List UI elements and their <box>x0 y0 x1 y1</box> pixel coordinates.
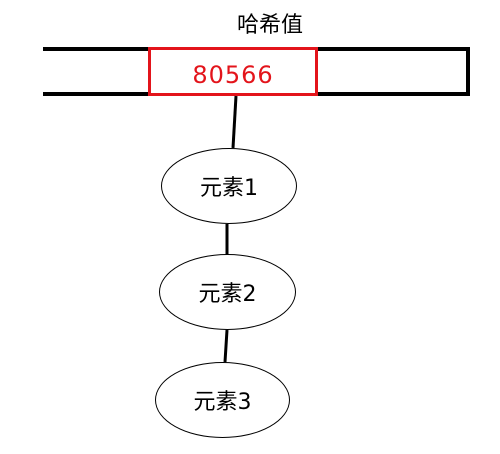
link-cell-to-element-1 <box>231 95 238 149</box>
hash-value-label: 80566 <box>192 60 274 89</box>
diagram-title: 哈希值 <box>236 13 303 38</box>
element-label-3: 元素3 <box>193 390 252 415</box>
element-label-2: 元素2 <box>198 282 257 307</box>
hash-cell-highlight: 80566 <box>148 47 318 96</box>
link-element-2-to-element-3 <box>223 329 229 363</box>
element-node-1: 元素1 <box>161 148 297 224</box>
element-node-3: 元素3 <box>155 362 290 438</box>
element-node-2: 元素2 <box>159 254 296 330</box>
element-label-1: 元素1 <box>200 176 258 201</box>
